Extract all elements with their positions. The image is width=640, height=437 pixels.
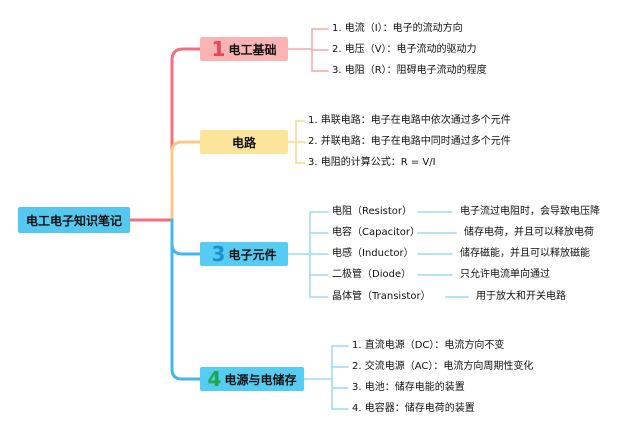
- leaf-parallel-circuit[interactable]: 2. 并联电路：电子在电路中同时通过多个元件: [308, 136, 511, 147]
- branch-circuits[interactable]: 电路: [200, 130, 288, 154]
- leaf-resistance-formula[interactable]: 3. 电阻的计算公式：R = V/I: [308, 157, 436, 168]
- leaf-diode[interactable]: 二极管（Diode）: [332, 269, 412, 280]
- branch-components[interactable]: 3 电子元件: [200, 242, 288, 266]
- branch-electrical-basics[interactable]: 1 电工基础: [200, 37, 288, 61]
- leaf-current[interactable]: 1. 电流（I）：电子的流动方向: [332, 23, 463, 34]
- leaf-capacitor-device[interactable]: 4. 电容器：储存电荷的装置: [352, 403, 475, 414]
- leaf-inductor[interactable]: 电感（Inductor）: [332, 248, 414, 259]
- root-node[interactable]: 电工电子知识笔记: [18, 207, 130, 233]
- connector-branch-4: [170, 218, 202, 381]
- branch-power-storage[interactable]: 4 电源与电储存: [200, 367, 304, 391]
- leaf-dc-power[interactable]: 1. 直流电源（DC）：电流方向不变: [352, 340, 505, 351]
- branch-label: 电路: [231, 135, 256, 150]
- branch-number: 4: [207, 367, 222, 391]
- connector-branch-3: [170, 218, 202, 256]
- leaf-resistance[interactable]: 3. 电阻（R）：阻碍电子流动的程度: [332, 65, 487, 76]
- leaf-transistor[interactable]: 晶体管（Transistor）: [332, 291, 431, 302]
- leaf-ac-power[interactable]: 2. 交流电源（AC）：电流方向周期性变化: [352, 361, 534, 372]
- connector-branch-2: [170, 140, 202, 222]
- root-label: 电工电子知识笔记: [25, 213, 122, 228]
- leaf-battery[interactable]: 3. 电池：储存电能的装置: [352, 382, 465, 393]
- leaf-transistor-desc[interactable]: 用于放大和开关电路: [476, 291, 566, 302]
- leaf-resistor-desc[interactable]: 电子流过电阻时，会导致电压降: [460, 206, 600, 217]
- leaf-inductor-desc[interactable]: 储存磁能，并且可以释放磁能: [460, 248, 590, 259]
- branch-label: 电源与电储存: [224, 372, 297, 387]
- leaf-series-circuit[interactable]: 1. 串联电路：电子在电路中依次通过多个元件: [308, 115, 511, 126]
- connector-branch-1: [170, 47, 202, 222]
- branch-number: 3: [211, 242, 226, 266]
- leaf-voltage[interactable]: 2. 电压（V）：电子流动的驱动力: [332, 44, 477, 55]
- leaf-capacitor-desc[interactable]: 储存电荷，并且可以释放电荷: [464, 227, 594, 238]
- leaf-resistor[interactable]: 电阻（Resistor）: [332, 206, 412, 217]
- branch-number: 1: [211, 37, 226, 61]
- leaf-capacitor[interactable]: 电容（Capacitor）: [332, 227, 421, 238]
- branch-label: 电子元件: [228, 247, 277, 262]
- branch-label: 电工基础: [228, 42, 277, 57]
- leaf-diode-desc[interactable]: 只允许电流单向通过: [460, 269, 550, 280]
